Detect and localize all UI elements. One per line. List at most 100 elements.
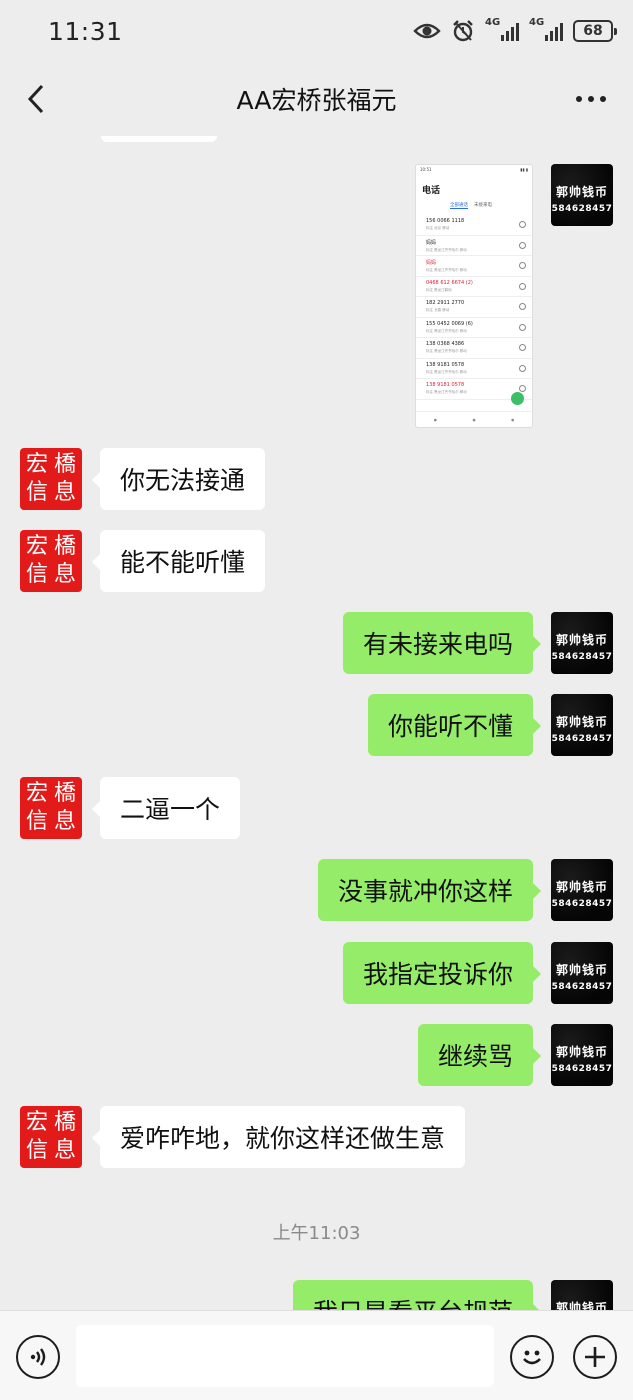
info-icon bbox=[519, 344, 526, 351]
dial-fab-icon bbox=[511, 392, 524, 405]
avatar-seal-char: 信 bbox=[25, 562, 48, 587]
eye-icon bbox=[413, 21, 441, 41]
emoji-button[interactable] bbox=[510, 1335, 554, 1379]
avatar[interactable]: 宏橋信息 bbox=[20, 1106, 82, 1168]
message-bubble[interactable]: 能不能听懂 bbox=[91, 530, 266, 592]
message-bubble[interactable]: 我指定投诉你 bbox=[342, 942, 542, 1004]
battery-icon: 68 bbox=[573, 20, 617, 42]
image-call-row: 妈妈标注 黑龙江齐齐哈尔 移动 bbox=[416, 256, 532, 277]
info-icon bbox=[519, 221, 526, 228]
avatar-name: 郭帅钱币 bbox=[555, 1300, 608, 1311]
image-call-row: 妈妈标注 黑龙江齐齐哈尔 移动 bbox=[416, 236, 532, 256]
timestamp: 上午11:03 bbox=[272, 1223, 361, 1244]
image-call-sub: 标注 黑龙江鹤岗 bbox=[426, 287, 452, 292]
avatar-name: 郭帅钱币 bbox=[555, 1044, 608, 1059]
avatar-name: 郭帅钱币 bbox=[555, 879, 608, 894]
image-call-sub: 标注 黑龙江齐齐哈尔 移动 bbox=[426, 369, 467, 374]
more-button[interactable] bbox=[571, 84, 611, 114]
avatar-name: 郭帅钱币 bbox=[555, 714, 608, 729]
avatar-seal-char: 息 bbox=[53, 1138, 76, 1163]
message-bubble[interactable]: 爱咋咋地，就你这样还做生意 bbox=[91, 1106, 466, 1168]
voice-icon bbox=[30, 1348, 46, 1366]
avatar-phone: 15846284571 bbox=[551, 1063, 613, 1074]
message-bubble[interactable]: 你无法接通 bbox=[91, 448, 266, 510]
image-call-sub: 标注 黑龙江齐齐哈尔 移动 bbox=[426, 349, 467, 353]
avatar[interactable]: 宏橋信息 bbox=[20, 448, 82, 510]
avatar-seal-char: 宏 bbox=[25, 1110, 48, 1135]
info-icon bbox=[519, 323, 526, 331]
image-call-number: 138 9181 0578 bbox=[426, 361, 465, 368]
avatar-seal-char: 息 bbox=[53, 809, 76, 834]
input-bar bbox=[0, 1310, 633, 1400]
plus-icon bbox=[585, 1347, 605, 1367]
image-tab: 全部通话 bbox=[450, 203, 468, 209]
avatar[interactable]: 郭帅钱币 15846284571 bbox=[551, 612, 613, 674]
back-button[interactable] bbox=[18, 80, 54, 118]
more-functions-button[interactable] bbox=[573, 1335, 617, 1379]
image-call-row: 0468 612 6674 (2)标注 黑龙江鹤岗 bbox=[416, 277, 532, 297]
message-input[interactable] bbox=[76, 1325, 494, 1387]
avatar[interactable]: 宏橋信息 bbox=[20, 777, 82, 839]
avatar[interactable]: 郭帅钱币 15846284571 bbox=[551, 164, 613, 226]
avatar-seal-char: 信 bbox=[25, 1138, 48, 1163]
avatar[interactable]: 郭帅钱币 15846284571 bbox=[551, 694, 613, 756]
image-call-number: 138 0368 4386 bbox=[426, 341, 465, 347]
avatar-phone: 15846284571 bbox=[551, 203, 613, 214]
chevron-left-icon bbox=[27, 84, 44, 114]
network-label: 4G bbox=[485, 17, 501, 28]
voice-button[interactable] bbox=[16, 1335, 60, 1379]
image-call-row: 155 0452 0069 (6)标注 黑龙江齐齐哈尔 移动 bbox=[416, 318, 532, 338]
status-bar: 11:31 4G 4G 68 bbox=[0, 0, 633, 62]
image-call-number: 妈妈 bbox=[426, 239, 437, 246]
avatar-seal-char: 信 bbox=[25, 480, 48, 505]
message-bubble[interactable]: 有未接来电吗 bbox=[342, 612, 542, 674]
message-bubble[interactable]: 我只是看平台规范 bbox=[292, 1280, 542, 1310]
image-call-row: 138 0368 4386 标注 黑龙江齐齐哈尔 移动 bbox=[416, 338, 532, 359]
message-bubble[interactable]: 继续骂 bbox=[417, 1024, 542, 1086]
avatar-seal-char: 宏 bbox=[25, 781, 48, 806]
avatar[interactable]: 宏橋信息 bbox=[20, 530, 82, 592]
avatar[interactable]: 郭帅钱币 15846284571 bbox=[551, 1024, 613, 1086]
avatar[interactable]: 郭帅钱币15846284571 bbox=[551, 1280, 613, 1310]
image-bottom-nav: ●●● bbox=[416, 411, 532, 427]
status-icons: 4G 4G 68 bbox=[413, 17, 617, 43]
image-call-number: 156 0066 1118 bbox=[426, 218, 465, 224]
avatar-phone: 15846284571 bbox=[551, 651, 613, 662]
info-icon bbox=[519, 385, 526, 392]
image-call-row: 156 0066 1118 标注 北京 移动 bbox=[416, 215, 532, 236]
image-call-number: 妈妈 bbox=[426, 260, 437, 266]
network-label-2: 4G bbox=[529, 17, 545, 28]
avatar-name: 郭帅钱币 bbox=[555, 962, 608, 977]
image-call-number: 138 9181 0578 bbox=[426, 382, 465, 388]
image-title: 电话 bbox=[422, 186, 441, 196]
nav-bar: AA宏桥张福元 bbox=[0, 62, 633, 136]
message-bubble[interactable]: 你能听不懂 bbox=[367, 694, 542, 756]
image-tabs: 全部通话 未接来电 bbox=[416, 198, 532, 215]
avatar[interactable]: 郭帅钱币15846284571 bbox=[551, 859, 613, 921]
image-call-sub: 标注 黑龙江齐齐哈尔 移动 bbox=[426, 247, 467, 252]
avatar-seal-char: 息 bbox=[53, 480, 76, 505]
emoji-icon bbox=[523, 1350, 541, 1365]
previous-message-fragment bbox=[101, 136, 217, 142]
avatar-seal-char: 宏 bbox=[25, 452, 48, 477]
image-call-sub: 标注 北京 移动 bbox=[426, 226, 450, 230]
message-bubble[interactable]: 二逼一个 bbox=[91, 777, 241, 839]
info-icon bbox=[519, 303, 526, 310]
avatar[interactable]: 郭帅钱币 15846284571 bbox=[551, 942, 613, 1004]
avatar-seal-char: 宏 bbox=[25, 534, 48, 559]
avatar-name: 郭帅钱币 bbox=[555, 632, 608, 647]
avatar-phone: 15846284571 bbox=[551, 981, 613, 992]
avatar-seal-char: 信 bbox=[25, 809, 48, 834]
info-icon bbox=[519, 364, 526, 372]
chat-title: AA宏桥张福元 bbox=[236, 86, 397, 115]
avatar-name: 郭帅钱币 bbox=[555, 184, 608, 199]
avatar-phone: 15846284571 bbox=[551, 733, 613, 744]
image-call-sub: 标注 黑龙江齐齐哈尔 移动 bbox=[426, 390, 467, 394]
more-dots-icon bbox=[576, 96, 606, 102]
message-bubble[interactable]: 没事就冲你这样 bbox=[317, 859, 542, 921]
